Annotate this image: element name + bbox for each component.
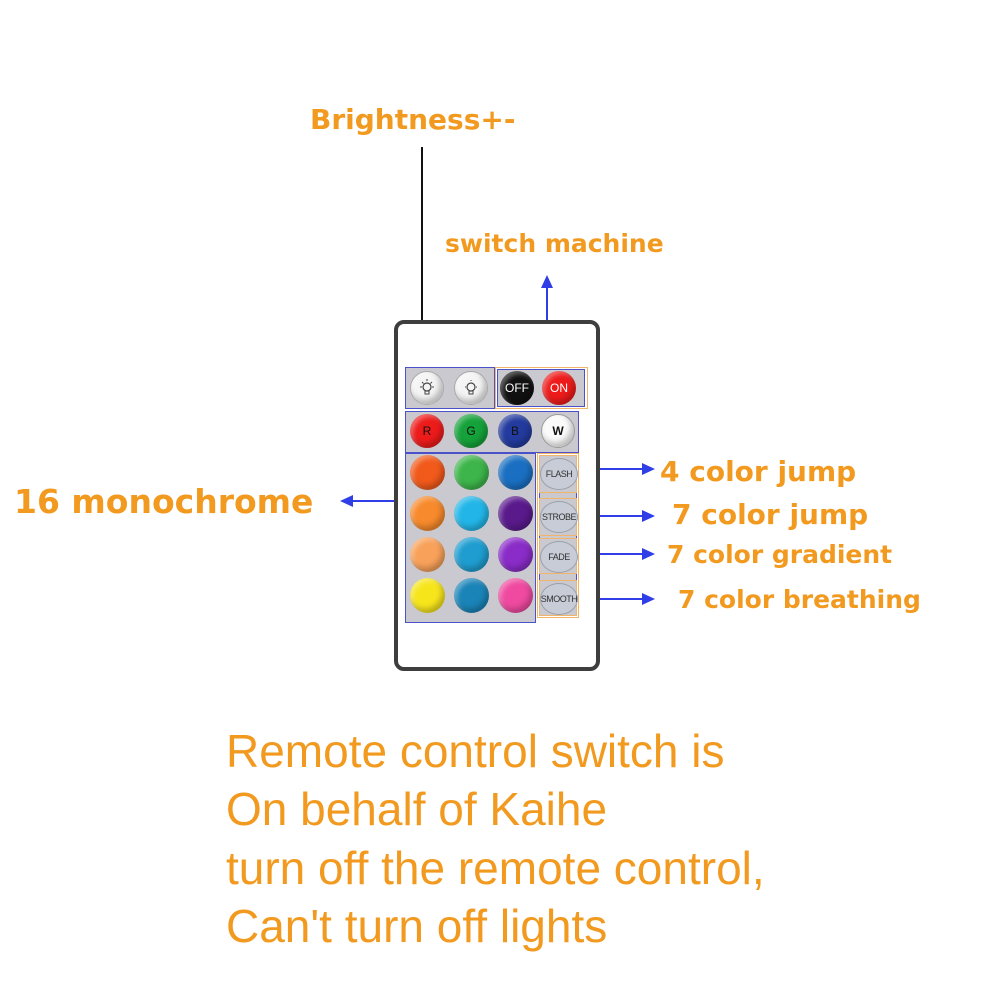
white-button[interactable]: W [541, 414, 575, 448]
right-arrow-icon [640, 592, 656, 606]
color-button[interactable] [454, 496, 489, 531]
flash-label: FLASH [546, 469, 573, 479]
red-button[interactable]: R [410, 414, 444, 448]
brightness-label: Brightness+- [310, 103, 515, 136]
monochrome-label: 16 monochrome [14, 482, 313, 521]
color-button[interactable] [410, 496, 445, 531]
color-button[interactable] [410, 578, 445, 613]
blue-button[interactable]: B [498, 414, 532, 448]
off-label: OFF [505, 381, 529, 395]
color-button[interactable] [410, 455, 445, 490]
color-button[interactable] [498, 578, 533, 613]
flash-button[interactable]: FLASH [540, 458, 578, 490]
strobe-button[interactable]: STROBE [540, 501, 578, 533]
color-button[interactable] [454, 537, 489, 572]
left-arrow-icon [339, 494, 355, 508]
strobe-label: STROBE [542, 512, 576, 522]
smooth-label: SMOOTH [541, 594, 578, 604]
off-button[interactable]: OFF [500, 371, 534, 405]
green-button[interactable]: G [454, 414, 488, 448]
note-line-2: On behalf of Kaihe [226, 780, 607, 838]
note-line-3: turn off the remote control, [226, 839, 765, 897]
strobe-description: 7 color jump [672, 498, 868, 531]
bulb-icon [417, 378, 437, 398]
right-arrow-icon [640, 547, 656, 561]
on-button[interactable]: ON [542, 371, 576, 405]
w-label: W [552, 424, 563, 438]
color-button[interactable] [454, 455, 489, 490]
g-label: G [466, 424, 475, 438]
note-line-4: Can't turn off lights [226, 897, 607, 955]
color-button[interactable] [498, 455, 533, 490]
brightness-down-button[interactable] [454, 371, 488, 405]
note-line-1: Remote control switch is [226, 722, 725, 780]
fade-description: 7 color gradient [667, 540, 892, 569]
color-button[interactable] [410, 537, 445, 572]
color-button[interactable] [498, 496, 533, 531]
on-label: ON [550, 381, 568, 395]
switch-machine-label: switch machine [445, 229, 664, 258]
right-arrow-icon [640, 462, 656, 476]
color-button-container [405, 453, 536, 623]
b-label: B [511, 424, 519, 438]
fade-button[interactable]: FADE [540, 541, 578, 573]
monochrome-pointer-line [352, 500, 398, 502]
bulb-dim-icon [461, 378, 481, 398]
fade-label: FADE [548, 552, 570, 562]
color-button[interactable] [498, 537, 533, 572]
smooth-description: 7 color breathing [678, 585, 921, 614]
right-arrow-icon [640, 509, 656, 523]
up-arrow-icon [539, 274, 555, 290]
color-button[interactable] [454, 578, 489, 613]
flash-description: 4 color jump [660, 455, 856, 488]
brightness-up-button[interactable] [410, 371, 444, 405]
smooth-button[interactable]: SMOOTH [540, 583, 578, 615]
r-label: R [423, 424, 432, 438]
